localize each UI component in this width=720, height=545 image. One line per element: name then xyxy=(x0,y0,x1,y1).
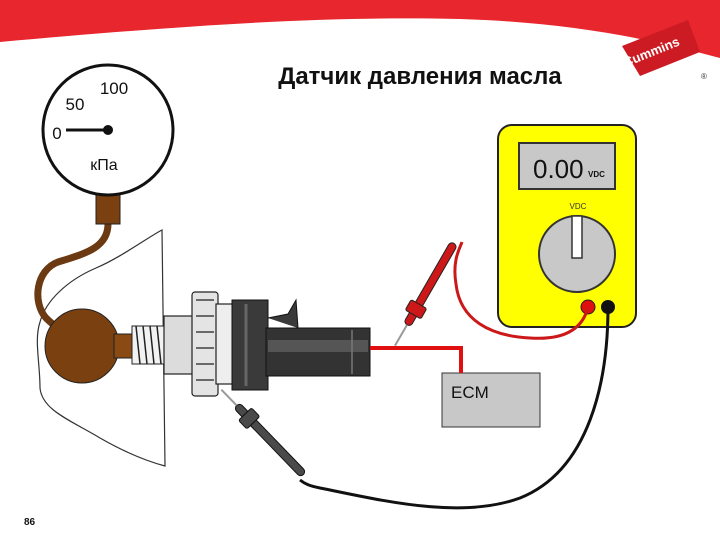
gauge-tick-0: 0 xyxy=(52,124,61,143)
multimeter-reading: 0.00 xyxy=(533,154,584,184)
ecm-label: ECM xyxy=(451,383,489,402)
gauge-tick-50: 50 xyxy=(66,95,85,114)
sensor-connector xyxy=(265,327,371,377)
multimeter-display xyxy=(518,142,616,190)
black-probe xyxy=(220,388,306,477)
pressure-gauge: 100 50 0 кПа xyxy=(41,63,175,225)
sensor-thread xyxy=(131,325,167,365)
pressure-sensor xyxy=(163,291,299,397)
page-number: 86 xyxy=(24,517,36,528)
gauge-unit: кПа xyxy=(90,157,118,174)
ecm-module: ECM xyxy=(441,372,541,428)
oil-port-fitting xyxy=(44,308,135,384)
multimeter-reading-unit: VDC xyxy=(588,170,605,179)
red-probe-lead xyxy=(453,241,590,340)
red-probe xyxy=(394,242,457,347)
logo-registered-mark: ® xyxy=(701,72,707,81)
gauge-tick-100: 100 xyxy=(100,79,128,98)
gauge-pivot xyxy=(103,125,113,135)
black-probe-lead xyxy=(299,306,610,510)
slide-title: Датчик давления масла xyxy=(278,63,562,90)
multimeter: 0.00 VDC VDC xyxy=(497,124,637,328)
top-banner xyxy=(0,0,720,58)
dial-mode-label: VDC xyxy=(570,202,587,211)
signal-wire-red xyxy=(370,346,463,373)
dial-pointer xyxy=(571,215,583,259)
